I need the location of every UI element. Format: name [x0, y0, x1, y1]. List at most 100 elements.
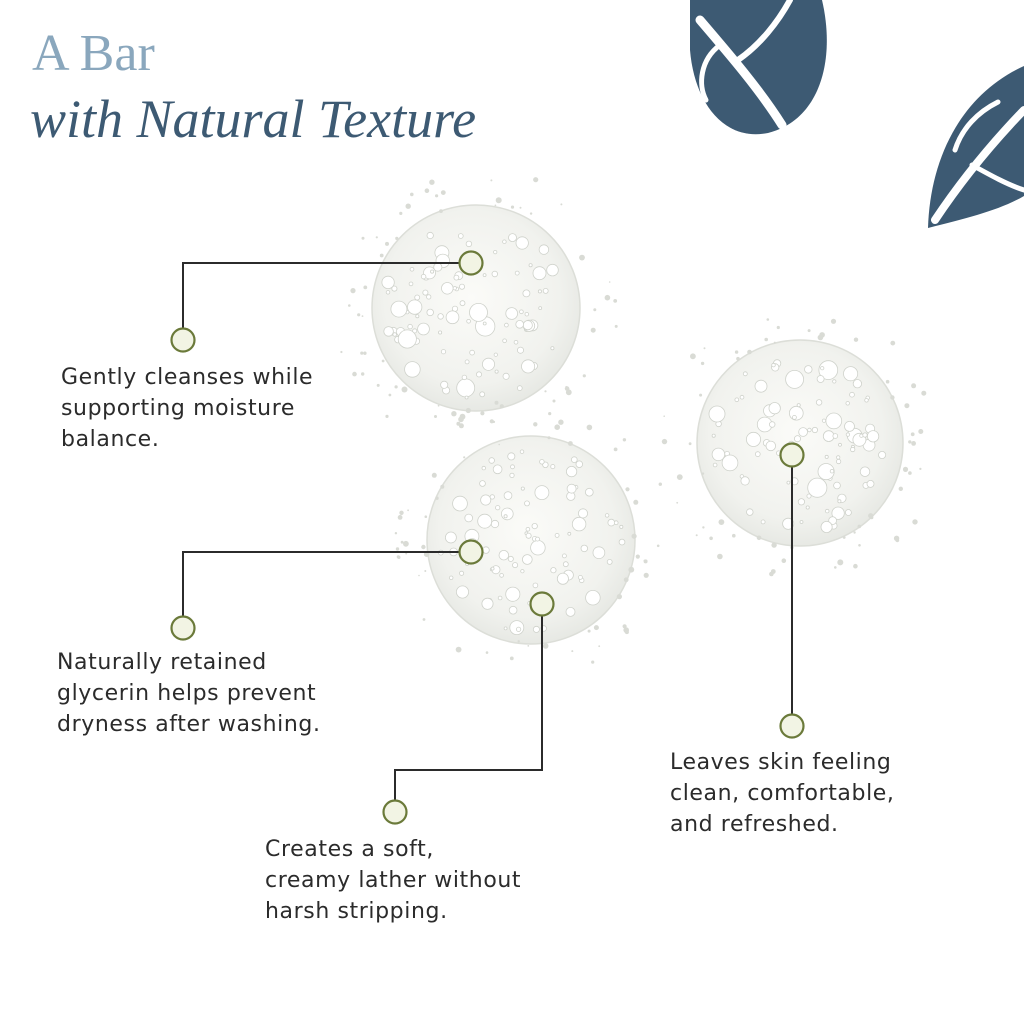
- dust-speck: [688, 442, 692, 446]
- dust-speck: [699, 393, 703, 397]
- foam-bubble: [507, 555, 514, 562]
- foam-bubble: [866, 479, 875, 488]
- foam-bubble: [816, 375, 825, 383]
- foam-bubble: [580, 544, 588, 553]
- foam-bubble: [392, 332, 397, 337]
- foam-bubble: [457, 233, 464, 239]
- foam-bubble: [441, 282, 454, 295]
- foam-bubble: [414, 294, 421, 301]
- foam-bubble: [492, 464, 503, 475]
- dust-speck: [633, 499, 639, 505]
- foam-bubble: [578, 575, 583, 580]
- marker-dot: [170, 615, 196, 641]
- callout-refreshed: Leaves skin feeling clean, comfortable, …: [670, 747, 895, 840]
- foam-bubble: [415, 314, 420, 319]
- foam-bubble: [426, 231, 434, 240]
- foam-bubble: [797, 498, 806, 506]
- dust-speck: [498, 443, 501, 446]
- foam-bubble: [404, 361, 421, 378]
- dust-speck: [918, 429, 924, 434]
- foam-bubble: [503, 491, 513, 500]
- callout-line: glycerin helps prevent: [57, 681, 317, 706]
- foam-bubble: [469, 349, 475, 356]
- dust-speck: [771, 542, 777, 548]
- foam-bubble: [570, 456, 578, 464]
- foam-bubble: [502, 239, 507, 244]
- dust-speck: [593, 625, 599, 631]
- dust-speck: [458, 416, 464, 423]
- dust-speck: [495, 197, 502, 204]
- foam-bubble: [510, 464, 515, 470]
- foam-bubble: [524, 312, 529, 317]
- foam-bubble: [499, 573, 504, 578]
- foam-bubble: [821, 418, 827, 423]
- foam-bubble: [417, 322, 430, 336]
- foam-bubble: [433, 262, 443, 272]
- foam-bubble: [508, 605, 518, 615]
- dust-speck: [628, 566, 635, 573]
- dust-speck: [394, 532, 398, 535]
- foam-bubble: [508, 233, 517, 243]
- dust-speck: [437, 404, 440, 407]
- dust-speck: [361, 315, 364, 317]
- foam-bubble: [440, 380, 449, 389]
- foam-bubble: [530, 540, 546, 556]
- foam-bubble: [381, 275, 395, 289]
- dust-speck: [773, 341, 776, 344]
- dust-speck: [363, 351, 367, 355]
- dust-speck: [395, 547, 400, 551]
- foam-bubble: [507, 452, 516, 461]
- foam-bubble: [606, 559, 613, 565]
- dust-speck: [732, 533, 736, 538]
- foam-bubble: [835, 458, 842, 465]
- dust-speck: [517, 640, 520, 643]
- foam-bubble: [503, 514, 508, 519]
- dust-speck: [769, 571, 774, 577]
- dust-speck: [565, 389, 572, 396]
- foam-bubble: [825, 412, 843, 430]
- callout-cleanses: Gently cleanses while supporting moistur…: [61, 362, 313, 455]
- dust-speck: [376, 383, 380, 387]
- foam-bubble: [817, 463, 835, 481]
- foam-bubble: [754, 451, 761, 457]
- foam-bubble: [832, 433, 839, 439]
- dust-speck: [622, 438, 627, 442]
- foam-bubble: [831, 506, 845, 520]
- foam-bubble: [768, 402, 781, 415]
- foam-bubble: [825, 508, 830, 514]
- foam-bubble: [532, 625, 540, 633]
- foam-bubble: [798, 427, 808, 437]
- foam-bubble: [538, 244, 550, 255]
- foam-bubble: [832, 379, 837, 384]
- dust-speck: [407, 509, 409, 512]
- dust-speck: [853, 531, 856, 534]
- foam-bubble: [383, 326, 394, 337]
- foam-bubble: [785, 369, 804, 389]
- foam-bubble: [619, 524, 624, 529]
- foam-bubble: [521, 554, 533, 565]
- dust-speck: [397, 555, 401, 560]
- foam-bubble: [502, 372, 510, 380]
- dust-speck: [529, 212, 533, 215]
- dust-speck: [385, 241, 389, 246]
- callout-line: Naturally retained: [57, 650, 267, 675]
- dust-speck: [776, 325, 780, 330]
- dust-speck: [527, 645, 530, 647]
- foam-bubble: [850, 446, 856, 453]
- foam-bubble: [878, 450, 887, 459]
- foam-bubble: [550, 567, 557, 574]
- dust-speck: [890, 340, 896, 346]
- foam-bubble: [546, 263, 559, 277]
- foam-bubble: [464, 359, 470, 365]
- foam-bubble: [490, 566, 495, 571]
- foam-bubble: [794, 435, 802, 443]
- foam-bubble: [505, 307, 519, 320]
- dust-speck: [440, 484, 445, 489]
- foam-bubble: [520, 486, 525, 491]
- dust-speck: [625, 487, 630, 492]
- marker-dot: [382, 799, 408, 825]
- foam-bubble: [509, 472, 515, 478]
- foam-bubble: [604, 513, 610, 518]
- callout-glycerin: Naturally retained glycerin helps preven…: [57, 647, 321, 740]
- foam-bubble: [567, 531, 572, 536]
